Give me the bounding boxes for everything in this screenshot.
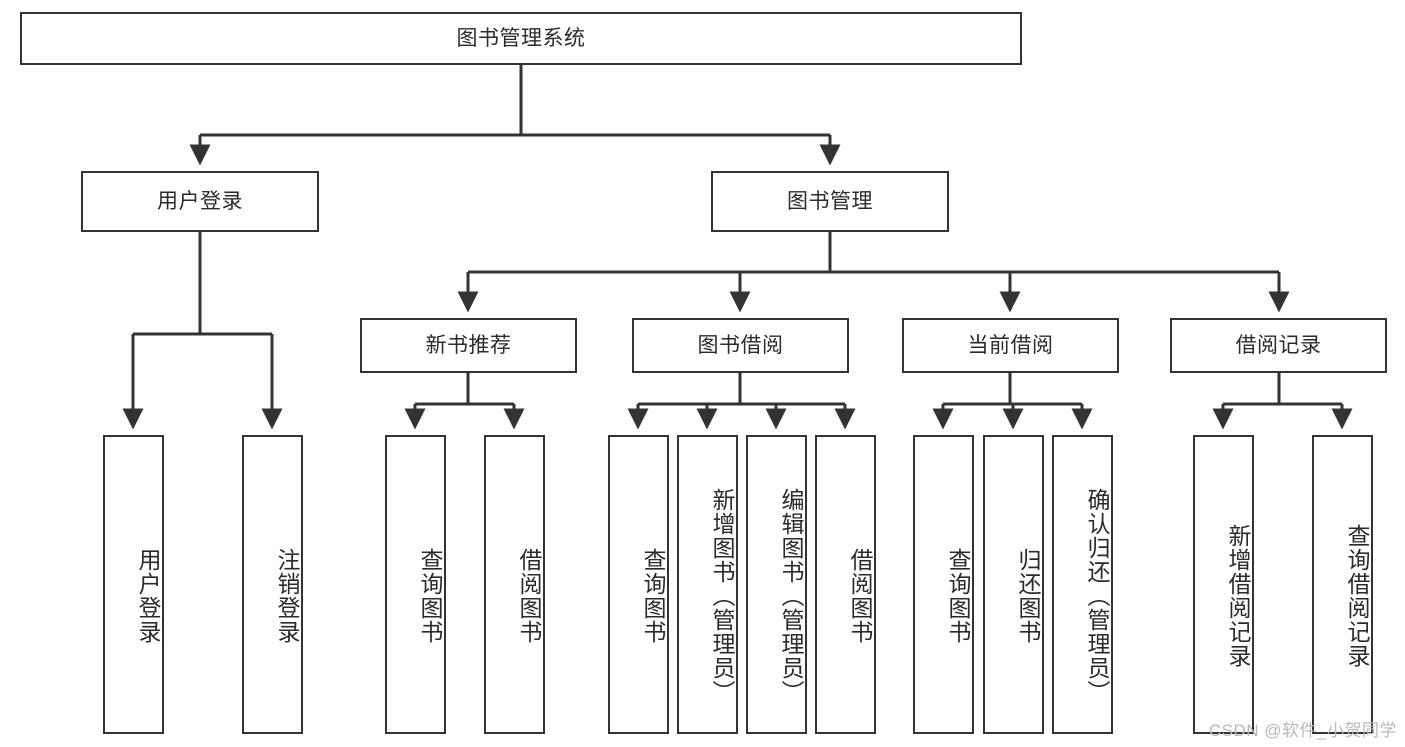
- leaf-query-book-borrow[interactable]: 查询图书: [608, 435, 669, 734]
- leaf-logout-login[interactable]: 注销登录: [242, 435, 303, 734]
- leaf-confirm-return-admin[interactable]: 确认归还（管理员）: [1052, 435, 1113, 734]
- node-label: 新增图书（管理员）: [709, 487, 735, 704]
- node-book-management[interactable]: 图书管理: [711, 171, 949, 232]
- leaf-add-borrow-record[interactable]: 新增借阅记录: [1193, 435, 1254, 734]
- node-label: 借阅图书: [516, 547, 542, 644]
- node-label: 用户登录: [135, 547, 161, 644]
- node-label: 借阅图书: [847, 547, 873, 644]
- node-label: 当前借阅: [967, 333, 1054, 357]
- leaf-query-book-current[interactable]: 查询图书: [913, 435, 974, 734]
- leaf-return-book[interactable]: 归还图书: [983, 435, 1044, 734]
- node-label: 查询图书: [640, 547, 666, 644]
- node-label: 新书推荐: [425, 333, 512, 357]
- node-new-book-recommend[interactable]: 新书推荐: [360, 318, 577, 373]
- node-label: 查询图书: [945, 547, 971, 644]
- node-label: 查询借阅记录: [1344, 523, 1370, 668]
- leaf-borrow-book-recommend[interactable]: 借阅图书: [484, 435, 545, 734]
- node-label: 图书管理: [787, 189, 873, 213]
- node-label: 确认归还（管理员）: [1084, 487, 1110, 704]
- node-label: 图书管理系统: [456, 26, 586, 50]
- node-book-borrow[interactable]: 图书借阅: [632, 318, 849, 373]
- node-label: 归还图书: [1015, 547, 1041, 644]
- node-user-login[interactable]: 用户登录: [81, 171, 319, 232]
- node-borrow-record[interactable]: 借阅记录: [1170, 318, 1387, 373]
- leaf-borrow-book-borrow[interactable]: 借阅图书: [815, 435, 876, 734]
- node-label: 编辑图书（管理员）: [778, 487, 804, 704]
- leaf-query-book-recommend[interactable]: 查询图书: [385, 435, 446, 734]
- node-label: 用户登录: [157, 189, 243, 213]
- leaf-user-login[interactable]: 用户登录: [103, 435, 164, 734]
- leaf-add-book-admin[interactable]: 新增图书（管理员）: [677, 435, 738, 734]
- leaf-query-borrow-record[interactable]: 查询借阅记录: [1312, 435, 1373, 734]
- node-label: 查询图书: [417, 547, 443, 644]
- leaf-edit-book-admin[interactable]: 编辑图书（管理员）: [746, 435, 807, 734]
- node-current-borrow[interactable]: 当前借阅: [902, 318, 1119, 373]
- node-label: 新增借阅记录: [1225, 523, 1251, 668]
- node-label: 注销登录: [274, 547, 300, 644]
- node-label: 借阅记录: [1235, 333, 1322, 357]
- node-label: 图书借阅: [697, 333, 784, 357]
- node-root-system[interactable]: 图书管理系统: [20, 12, 1022, 65]
- watermark-csdn: CSDN @软件_小贺同学: [1208, 721, 1397, 740]
